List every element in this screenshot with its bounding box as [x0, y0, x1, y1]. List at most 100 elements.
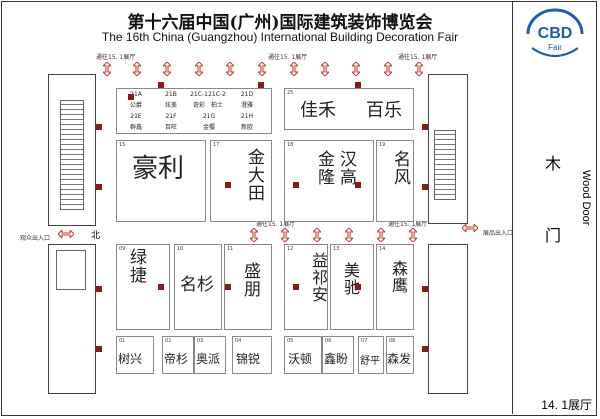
page-title: 第十六届中国(广州)国际建筑装饰博览会: [127, 13, 433, 33]
booth-02[interactable]: 02: [162, 336, 194, 374]
booth-07-number: 07: [361, 338, 368, 344]
booth-19[interactable]: 19: [376, 140, 414, 222]
booth-21b-name: 炫美: [164, 102, 177, 109]
booth-05[interactable]: 05: [284, 336, 322, 374]
booth-21f-name: 百旺: [164, 124, 177, 131]
booth-13-number: 13: [333, 246, 340, 252]
booth-18[interactable]: 18: [284, 140, 374, 222]
booth-18a-brand: 金隆: [314, 150, 334, 186]
booth-03-brand: 奥派: [196, 352, 221, 366]
booth-11[interactable]: 11: [224, 244, 272, 330]
hall-name-en: Wood Door: [580, 170, 592, 226]
hall-name-door: 门: [545, 226, 562, 245]
exit-arrow-icon: [409, 228, 417, 242]
booth-21g-name: 金樱: [202, 124, 215, 131]
booth-19-number: 19: [379, 142, 386, 148]
exit-label-mid-left: 通往15. 1展厅: [256, 221, 296, 228]
left-room: [56, 250, 86, 290]
booth-15[interactable]: 15: [116, 140, 206, 222]
booth-18b-brand: 汉高: [336, 150, 356, 186]
exit-arrow-icon: [345, 228, 353, 242]
page-subtitle: The 16th China (Guangzhou) International…: [101, 30, 459, 44]
booth-05-brand: 沃顿: [288, 352, 313, 366]
booth-15-number: 15: [119, 142, 126, 148]
booth-10-number: 10: [177, 246, 184, 252]
booth-15-brand: 豪利: [132, 154, 185, 184]
right-stair-block-bottom: [428, 244, 468, 394]
booth-21f-code: 21F: [165, 113, 177, 120]
pillar-icon: [158, 82, 164, 88]
booth-06[interactable]: 06: [322, 336, 354, 374]
pillar-icon: [355, 82, 361, 88]
exit-arrow-icon: [377, 228, 385, 242]
logo-cbd-text: CBD: [538, 25, 573, 42]
pillar-icon: [293, 182, 299, 188]
booth-01[interactable]: 01: [116, 336, 154, 374]
pillar-icon: [293, 284, 299, 290]
booth-02-number: 02: [165, 338, 172, 344]
booth-06-number: 06: [325, 338, 332, 344]
booth-11-number: 11: [227, 246, 234, 252]
exit-arrow-icon: [281, 228, 289, 242]
pillar-icon: [422, 346, 428, 352]
exit-arrow-icon: [195, 62, 203, 76]
exit-label-top-right: 通往15. 1展厅: [398, 54, 438, 61]
booth-09-number: 09: [119, 246, 126, 252]
booth-21c2-name: 柏士: [210, 102, 223, 109]
booth-18-number: 18: [287, 142, 294, 148]
booth-04-brand: 锦锐: [236, 352, 261, 366]
pillar-icon: [225, 182, 231, 188]
booth-04-number: 04: [235, 338, 242, 344]
booth-08[interactable]: 08: [386, 336, 414, 374]
pillar-icon: [128, 94, 134, 100]
exit-arrow-icon: [226, 62, 234, 76]
pillar-icon: [355, 284, 361, 290]
booth-25-brand: 佳禾: [300, 100, 336, 121]
cbd-fair-logo: CBD Fair: [526, 8, 584, 57]
side-divider: [512, 2, 513, 414]
booth-14[interactable]: 14: [376, 244, 414, 330]
pillar-icon: [422, 124, 428, 130]
booth-21b-code: 21B: [165, 91, 177, 98]
booth-19-brand: 名风: [390, 150, 410, 186]
exit-arrow-icon: [321, 62, 329, 76]
booth-03-number: 03: [197, 338, 204, 344]
exit-arrow-icon: [290, 62, 298, 76]
booth-21a-name: 公爵: [129, 102, 142, 109]
exit-label-top-left: 通往15. 1展厅: [96, 54, 136, 61]
booth-21h-name: 新欧: [240, 124, 253, 131]
pillar-icon: [96, 184, 102, 190]
booth-10[interactable]: 10: [174, 244, 222, 330]
pillar-icon: [158, 284, 164, 290]
exhibitor-exit-arrow-icon: [462, 224, 478, 232]
booth-21e-code: 21E: [130, 113, 142, 120]
booth-12-brand: 益祁安: [309, 252, 328, 303]
north-label: 北: [91, 231, 101, 241]
pillar-icon: [96, 286, 102, 292]
pillar-icon: [225, 284, 231, 290]
booth-03[interactable]: 03: [194, 336, 226, 374]
booth-21c1-code: 21C-1: [190, 91, 208, 98]
booth-13[interactable]: 13: [330, 244, 374, 330]
booth-04[interactable]: 04: [232, 336, 272, 374]
exit-arrow-icon: [384, 62, 392, 76]
booth-21-grid[interactable]: [116, 88, 272, 134]
booth-12[interactable]: 12: [284, 244, 328, 330]
exit-label-top-center: 通往15. 1展厅: [268, 54, 308, 61]
booth-21c1-name: 奇彩: [192, 102, 205, 109]
pillar-icon: [96, 346, 102, 352]
booth-08-number: 08: [389, 338, 396, 344]
booth-01-number: 01: [119, 338, 126, 344]
booth-02-brand: 帝杉: [164, 352, 189, 366]
exit-arrow-icon: [133, 62, 141, 76]
left-staircase: [60, 100, 84, 210]
booth-21d-code: 21D: [240, 91, 254, 98]
exit-label-mid-right: 通往15. 1展厅: [388, 221, 428, 228]
booth-25[interactable]: 25: [284, 88, 414, 130]
booth-17-number: 17: [213, 142, 220, 148]
booth-08-brand: 森发: [387, 352, 412, 366]
booth-07[interactable]: 07: [358, 336, 384, 374]
booth-01-brand: 树兴: [118, 352, 143, 366]
booth-17[interactable]: 17: [210, 140, 272, 222]
visitor-exit-label: 观众出入口: [20, 235, 51, 242]
